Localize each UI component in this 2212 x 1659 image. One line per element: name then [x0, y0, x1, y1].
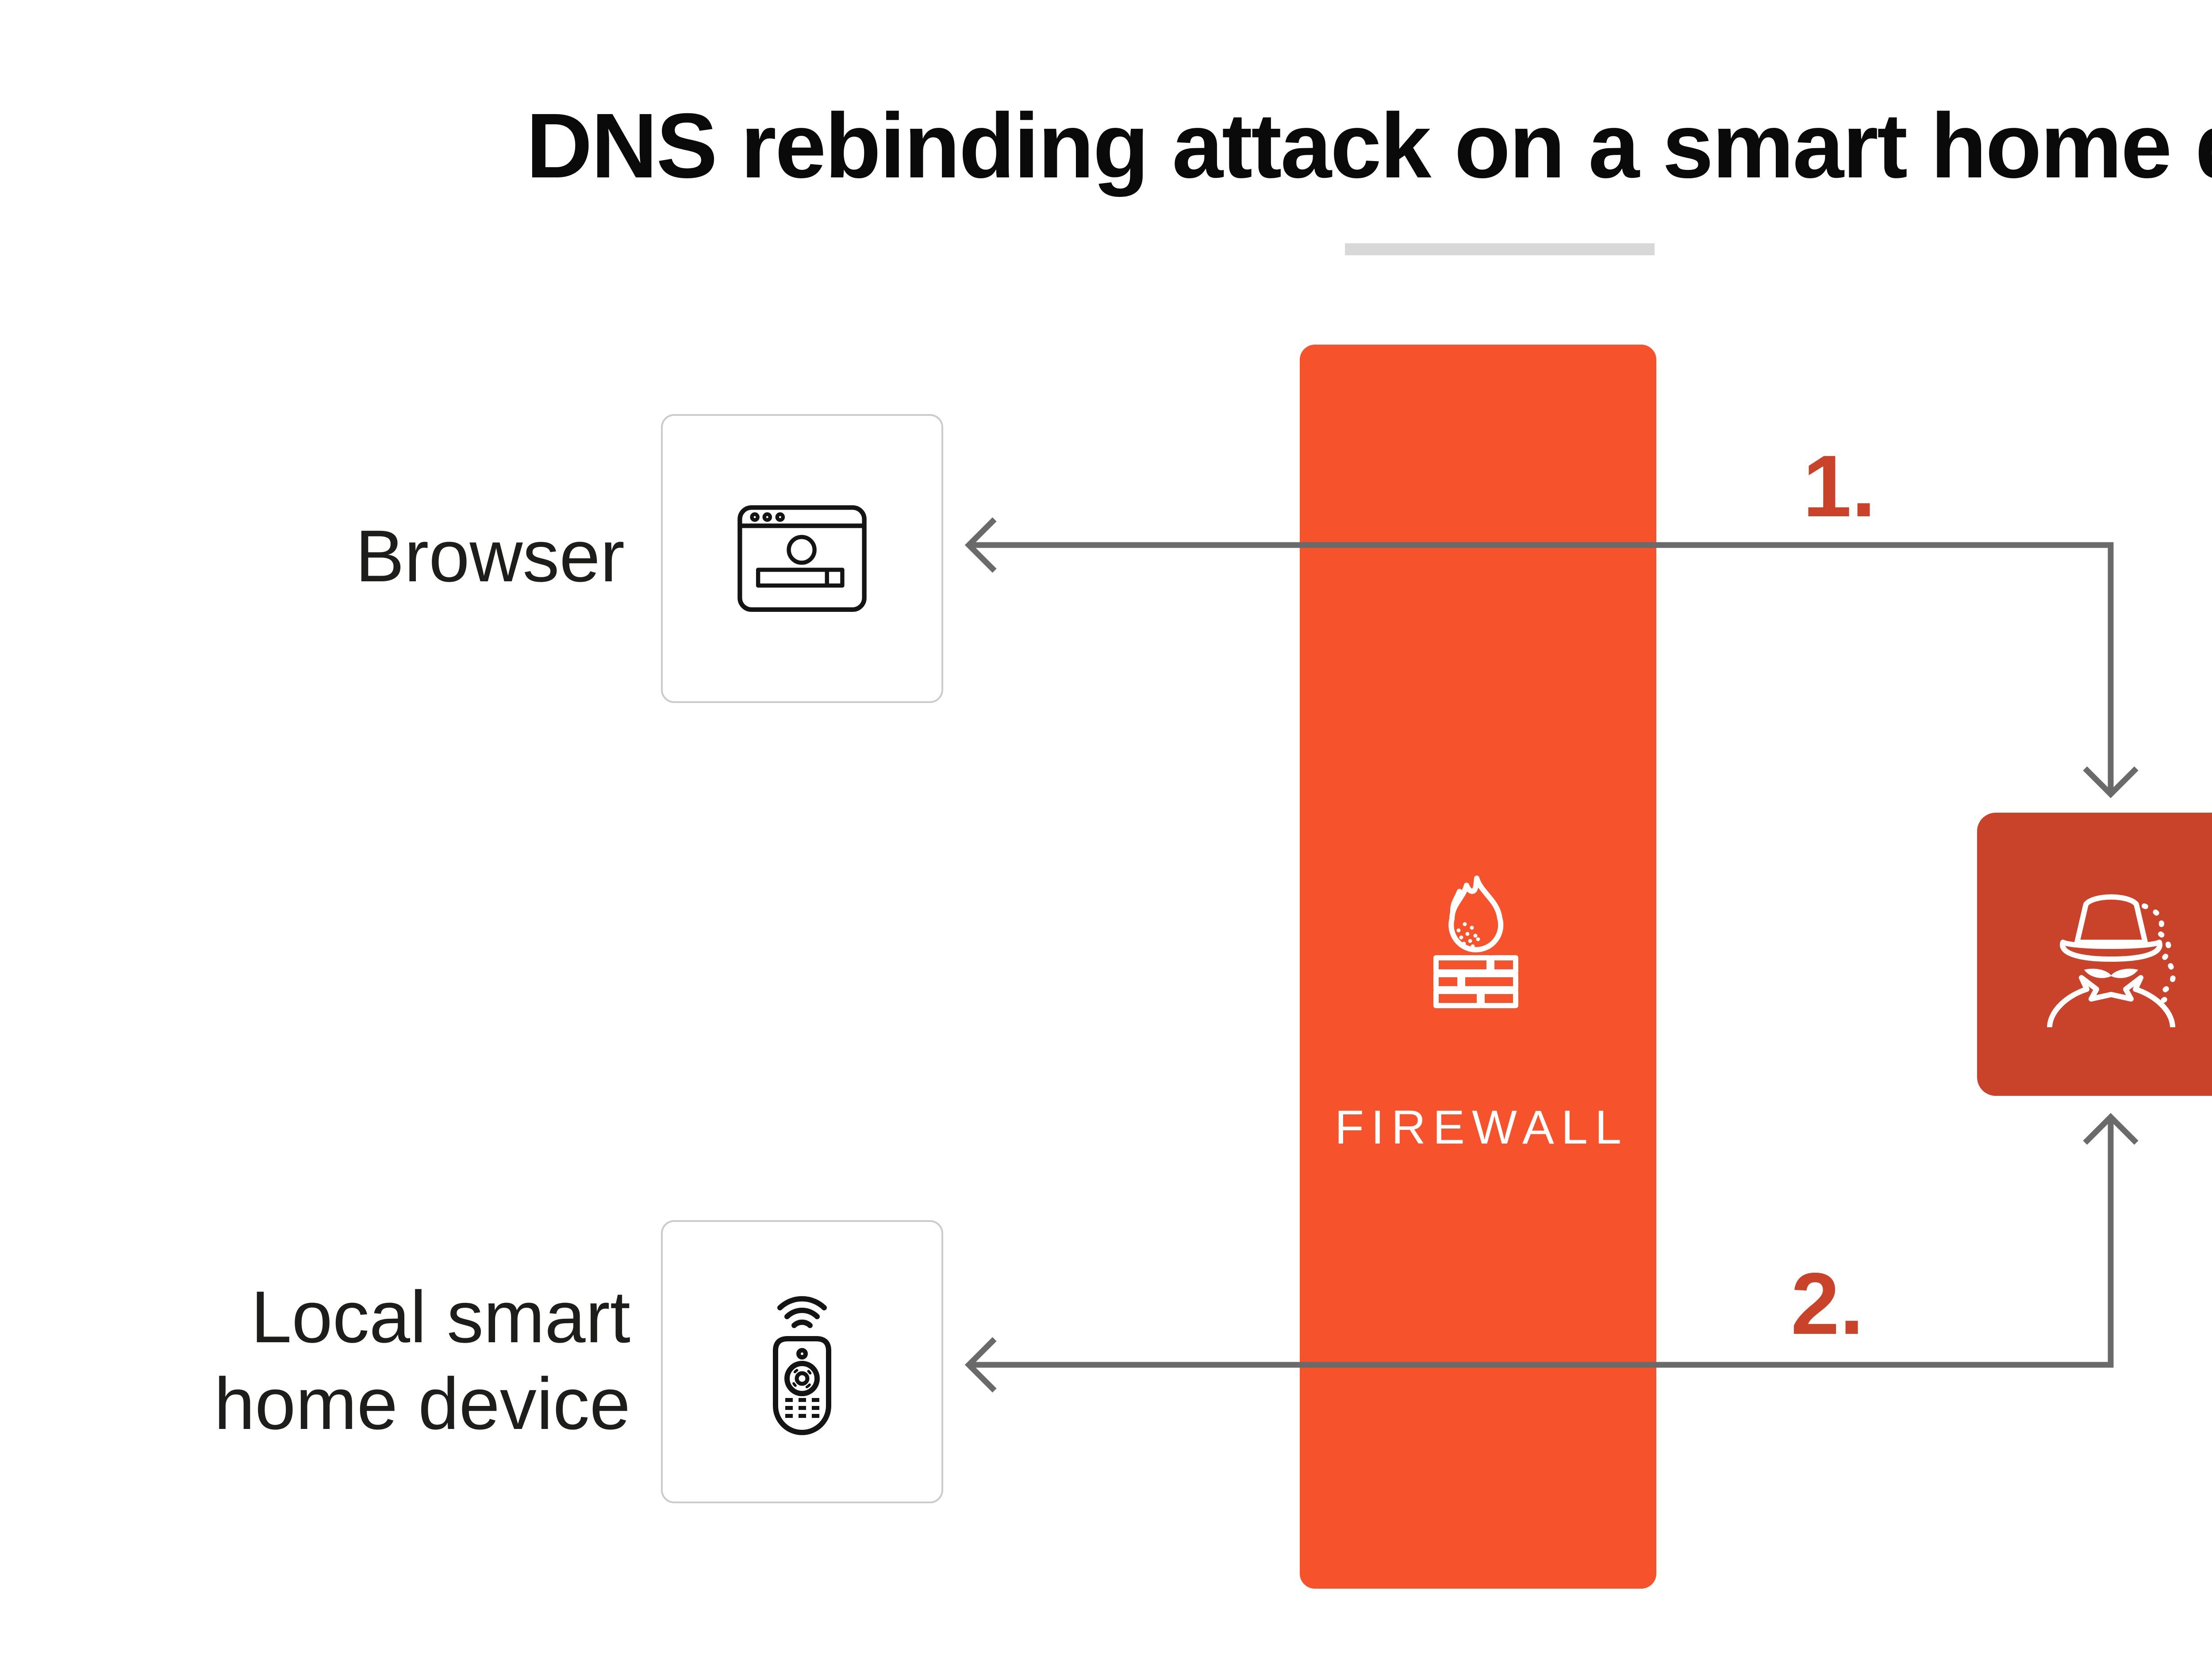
spy-icon: [2047, 894, 2176, 1027]
browser-label: Browser: [355, 515, 625, 597]
firewall-label: FIREWALL: [1334, 1100, 1629, 1154]
remote-control-icon: [773, 1296, 831, 1435]
browser-node: [661, 414, 943, 703]
smart-home-device-node: [661, 1220, 943, 1503]
firewall-bar: FIREWALL: [1300, 345, 1656, 1589]
step-1-label: 1.: [1803, 437, 1876, 535]
flame-brick-wall-icon: [1433, 876, 1518, 1008]
title-divider: [1345, 243, 1655, 255]
browser-window-icon: [737, 505, 867, 612]
page-title: DNS rebinding attack on a smart home dev…: [526, 95, 2212, 197]
smart-home-device-label-line1: Local smart: [251, 1276, 630, 1358]
smart-home-device-label-line2: home device: [214, 1363, 630, 1445]
step-2-label: 2.: [1791, 1255, 1864, 1352]
smart-home-device-label: Local smart home device: [133, 1274, 630, 1448]
attack-server-node: [1977, 813, 2212, 1096]
